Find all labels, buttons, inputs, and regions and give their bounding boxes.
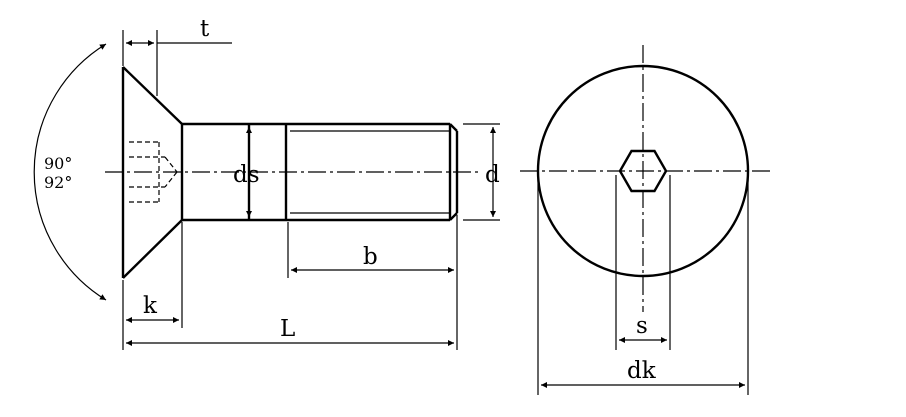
label-angle-92: 92° [44, 173, 72, 192]
end-view-extension-lines [537, 175, 749, 395]
label-b: b [363, 244, 378, 270]
screw-thread [286, 122, 459, 222]
label-L: L [280, 316, 295, 342]
extension-lines [122, 30, 500, 350]
dimension-d: d [485, 127, 500, 217]
label-angle-90: 90° [44, 154, 72, 173]
dimension-L: L [126, 316, 454, 346]
dimension-dk: dk [541, 358, 745, 388]
dimension-k: k [126, 293, 179, 323]
dimension-angle: 90° 92° [33, 43, 107, 301]
dimension-ds: ds [233, 127, 260, 217]
dimension-t: t [126, 16, 232, 46]
label-dk: dk [627, 358, 657, 384]
side-view: t 90° 92° ds d b k L [33, 16, 500, 350]
dimension-b: b [291, 244, 454, 273]
end-view: s dk [520, 45, 772, 395]
label-t: t [200, 16, 210, 42]
label-d: d [485, 162, 500, 188]
hex-socket-hidden-lines [129, 141, 178, 203]
label-s: s [636, 313, 648, 339]
label-ds: ds [233, 162, 260, 188]
dimension-s: s [619, 313, 667, 343]
label-k: k [143, 293, 158, 319]
